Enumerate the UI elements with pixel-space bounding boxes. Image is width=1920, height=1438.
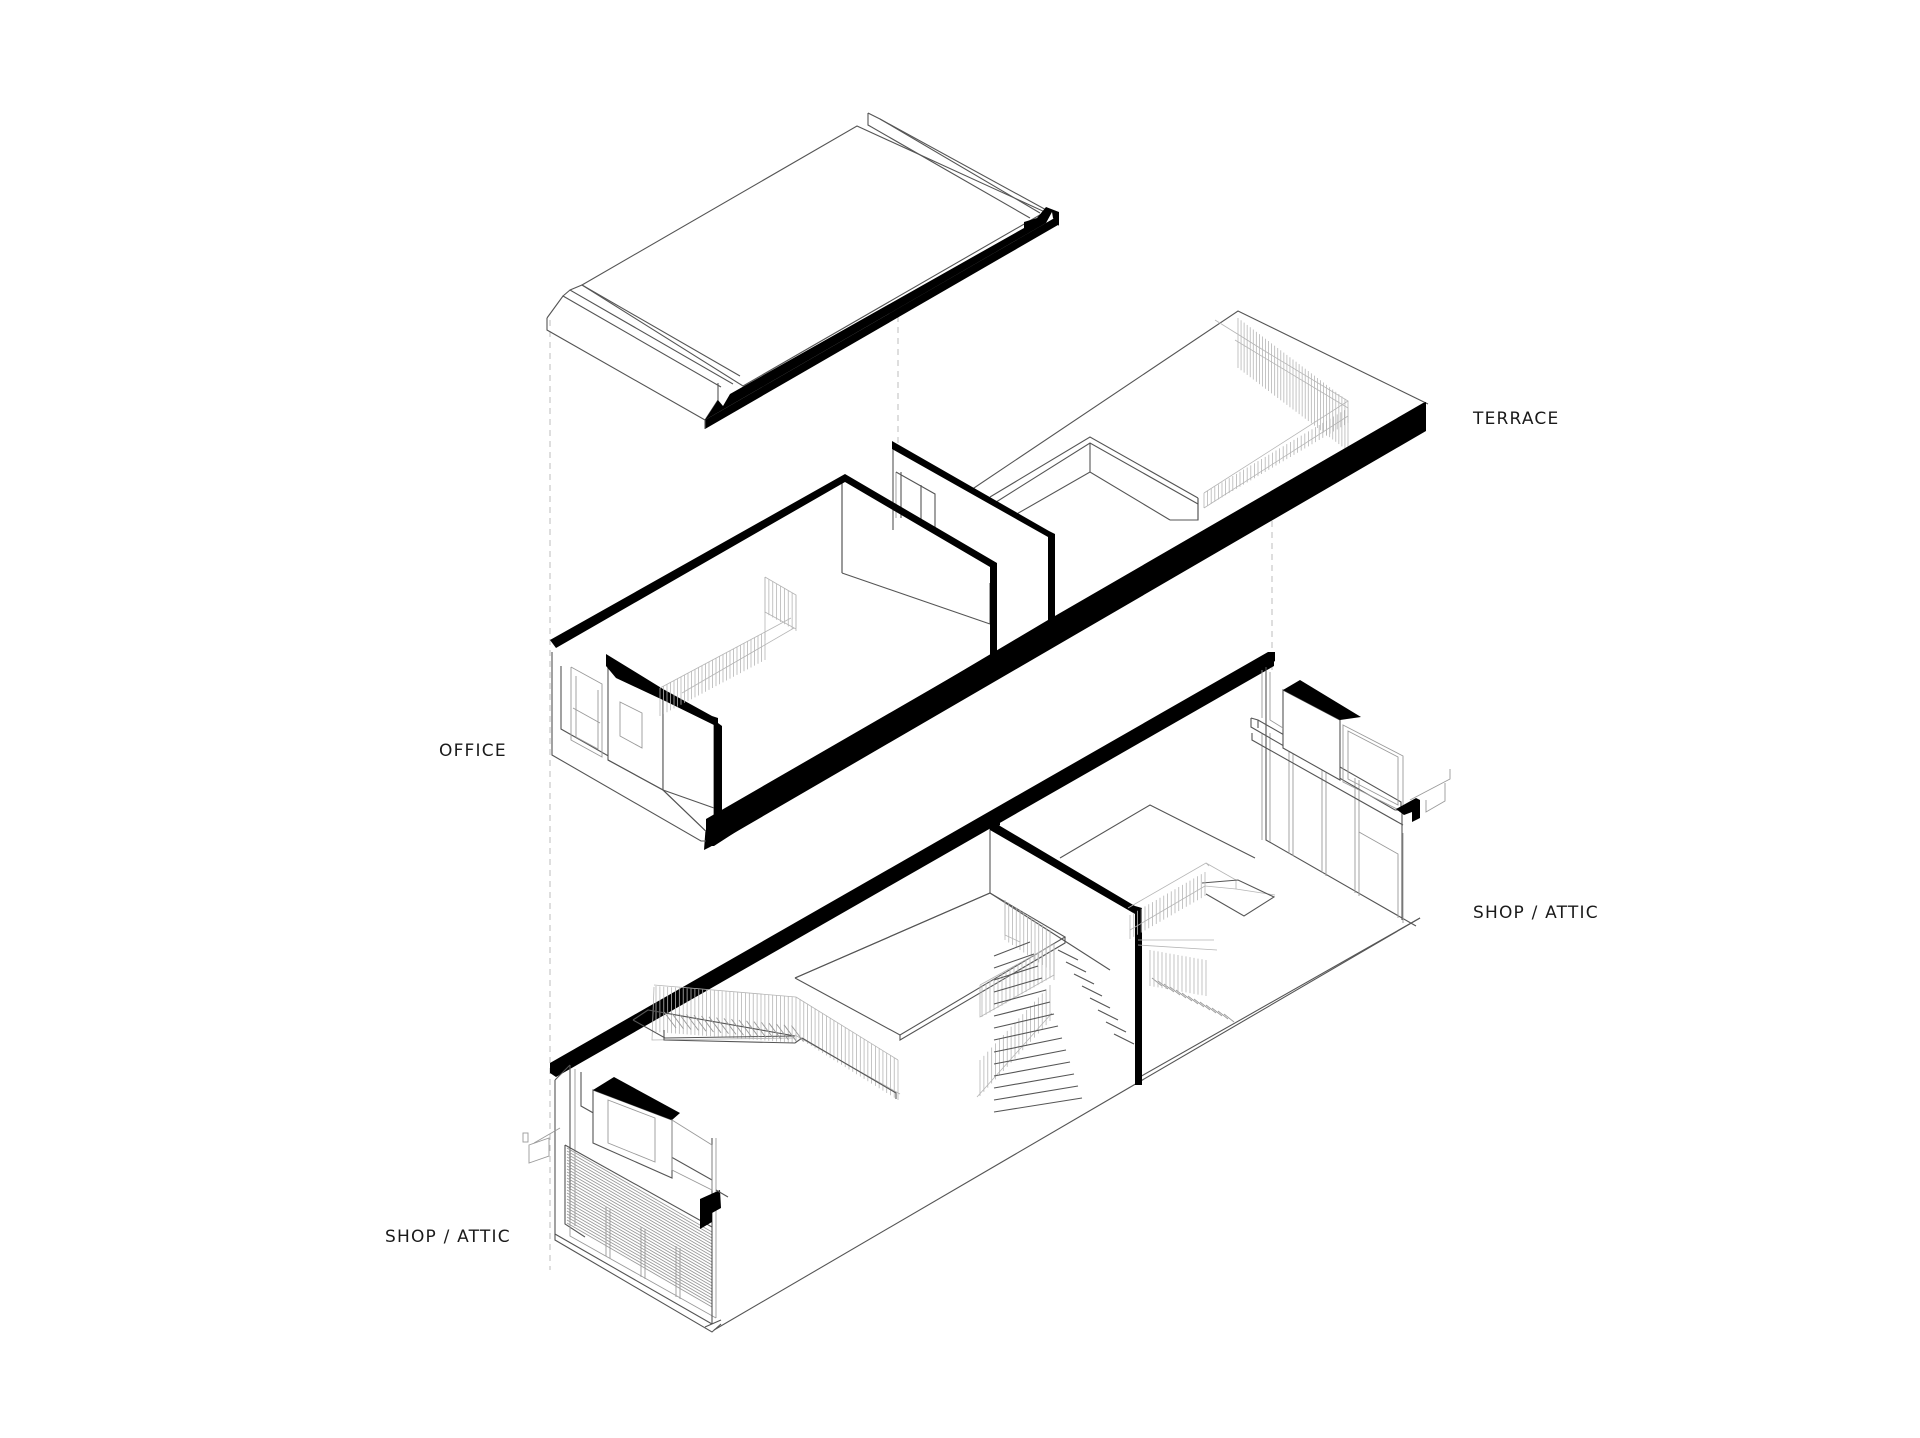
office-railing-balusters [659, 577, 797, 716]
right-stair-treads [1151, 977, 1235, 1023]
label-shop-attic-right: SHOP / ATTIC [1473, 903, 1599, 923]
roof-slab [546, 112, 1059, 429]
alignment-guides [549, 305, 1273, 1270]
terrace-railing-balusters [1203, 318, 1349, 508]
shop-attic-level [522, 652, 1451, 1333]
center-stair-railing [976, 900, 1055, 1098]
center-stair-treads [993, 941, 1135, 1113]
roll-shutter [566, 1147, 713, 1308]
left-stair-treads [663, 1011, 804, 1042]
office-level [550, 474, 1055, 848]
mezzanine-railing [651, 984, 901, 1095]
label-shop-attic-left: SHOP / ATTIC [385, 1227, 511, 1247]
office-stair-railing [659, 576, 797, 694]
mezzanine-railing-balusters [655, 872, 1207, 1100]
label-terrace: TERRACE [1473, 409, 1560, 429]
label-office: OFFICE [439, 741, 507, 761]
